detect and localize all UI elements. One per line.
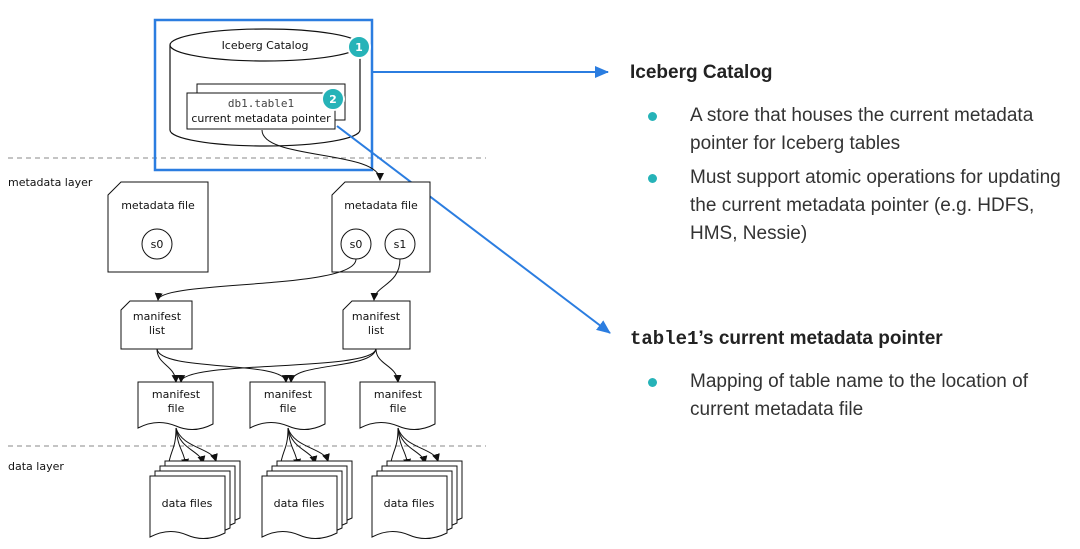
manifest-file-3-line2: file bbox=[390, 402, 407, 415]
pointer-label: current metadata pointer bbox=[191, 112, 331, 125]
catalog-bullets: A store that houses the current metadata… bbox=[630, 102, 1070, 248]
metadata-file-right bbox=[331, 181, 431, 273]
bullet-dot-icon bbox=[648, 378, 657, 387]
manifest-file-1-line1: manifest bbox=[152, 388, 201, 401]
table-ref: db1.table1 bbox=[228, 97, 294, 110]
pointer-panel: table1’s current metadata pointer Mappin… bbox=[630, 328, 1070, 424]
manifest-file-3-line1: manifest bbox=[374, 388, 423, 401]
badge-1: 1 bbox=[347, 35, 371, 59]
catalog-heading: Iceberg Catalog bbox=[630, 62, 773, 83]
catalog-panel: Iceberg Catalog A store that houses the … bbox=[630, 62, 1070, 248]
manifest-list-right bbox=[342, 300, 411, 350]
pointer-bullet-1: Mapping of table name to the location of… bbox=[630, 368, 1070, 424]
data-files-stack-1 bbox=[149, 460, 241, 539]
data-files-2-label: data files bbox=[274, 497, 325, 510]
snapshot-left-s0-label: s0 bbox=[151, 238, 164, 251]
pointer-callout-arrow bbox=[336, 125, 611, 334]
snapshot-left-s0 bbox=[141, 228, 173, 260]
catalog-label: Iceberg Catalog bbox=[222, 39, 309, 52]
data-files-1-label: data files bbox=[162, 497, 213, 510]
manifest-list-right-line1: manifest bbox=[352, 310, 401, 323]
metadata-file-left-label: metadata file bbox=[121, 199, 195, 212]
manifest-list-left-line2: list bbox=[149, 324, 166, 337]
manifest-file-2-line1: manifest bbox=[264, 388, 313, 401]
right-list-to-manifest-3 bbox=[375, 348, 402, 383]
left-list-to-manifest-1 bbox=[156, 348, 180, 383]
pointer-heading: table1’s current metadata pointer bbox=[630, 328, 943, 350]
data-layer-label: data layer bbox=[8, 460, 64, 473]
data-files-3-label: data files bbox=[384, 497, 435, 510]
s1-to-right-manifest-list bbox=[370, 258, 401, 301]
metadata-layer-label: metadata layer bbox=[8, 176, 93, 189]
left-list-to-manifest-2 bbox=[156, 348, 290, 383]
manifest-list-left-line1: manifest bbox=[133, 310, 182, 323]
bullet-dot-icon bbox=[648, 174, 657, 183]
badge-2: 2 bbox=[321, 87, 345, 111]
svg-text:1: 1 bbox=[355, 41, 363, 54]
manifest-list-right-line2: list bbox=[368, 324, 385, 337]
manifest-file-2 bbox=[249, 381, 326, 430]
pointer-to-metadata-arrow bbox=[261, 129, 384, 181]
manifest-list-left bbox=[120, 300, 193, 350]
metadata-file-left bbox=[107, 181, 209, 273]
pointer-box bbox=[186, 92, 336, 130]
snapshot-right-s1-label: s1 bbox=[394, 238, 407, 251]
catalog-highlight bbox=[153, 18, 374, 172]
s0-to-left-manifest-list bbox=[154, 258, 357, 301]
catalog-bullet-2: Must support atomic operations for updat… bbox=[630, 164, 1070, 248]
manifest-file-1 bbox=[137, 381, 214, 430]
right-list-to-manifest-2 bbox=[287, 348, 377, 383]
pointer-bullets: Mapping of table name to the location of… bbox=[630, 368, 1070, 424]
metadata-file-right-label: metadata file bbox=[344, 199, 418, 212]
manifest-file-3 bbox=[359, 381, 436, 430]
right-list-to-manifest-1 bbox=[177, 348, 377, 383]
bullet-dot-icon bbox=[648, 112, 657, 121]
manifest-file-1-line2: file bbox=[168, 402, 185, 415]
data-files-stack-2 bbox=[261, 460, 353, 539]
catalog-bullet-1: A store that houses the current metadata… bbox=[630, 102, 1070, 158]
snapshot-right-s0-label: s0 bbox=[350, 238, 363, 251]
manifest-file-2-line2: file bbox=[280, 402, 297, 415]
data-files-stack-3 bbox=[371, 460, 463, 539]
svg-text:2: 2 bbox=[329, 93, 337, 106]
